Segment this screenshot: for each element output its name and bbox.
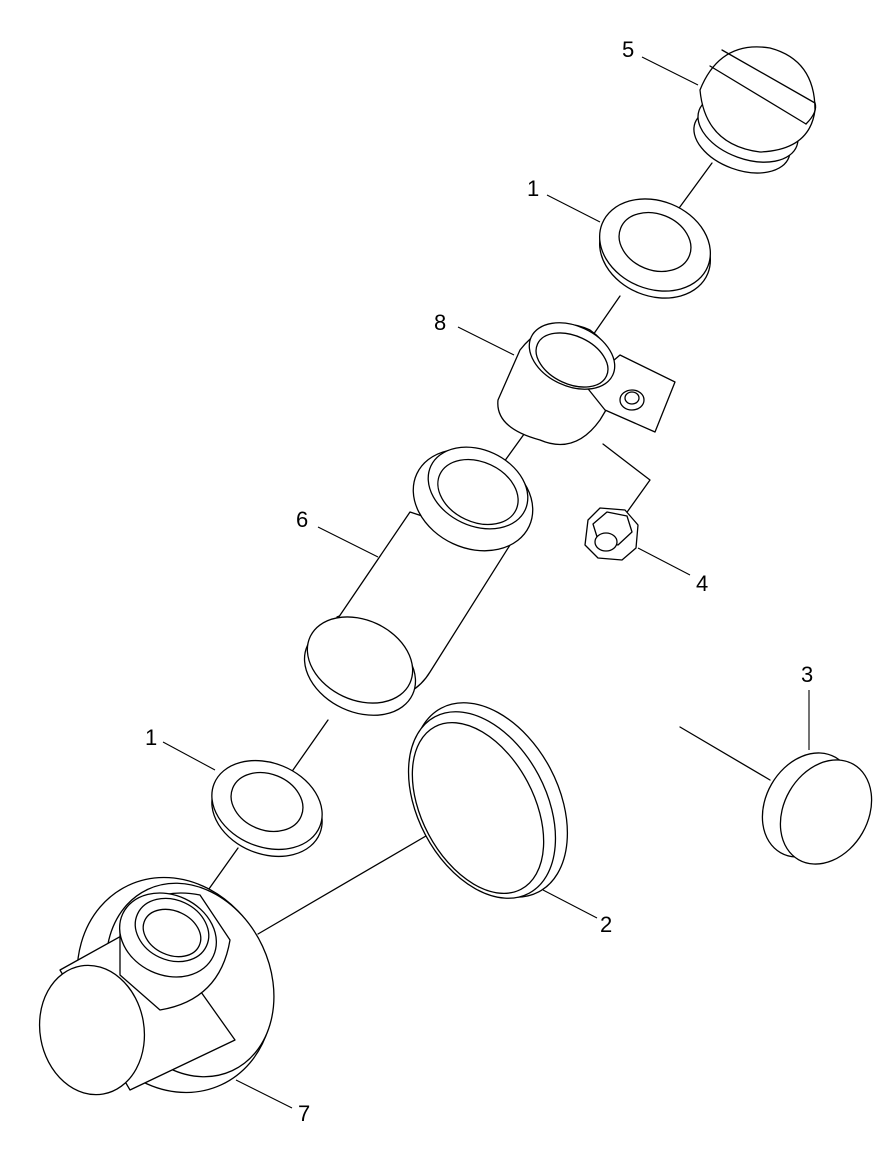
callout-part-5: 5 bbox=[622, 37, 634, 62]
callout-leaders bbox=[162, 56, 810, 1109]
callout-part-6: 6 bbox=[296, 507, 308, 532]
part-1-bottom-washer bbox=[211, 759, 323, 858]
part-3-plug bbox=[761, 752, 873, 865]
part-8-clamp bbox=[497, 322, 676, 446]
callout-labels: 5 1 8 6 4 3 1 2 7 bbox=[145, 37, 813, 1126]
callout-part-1-top: 1 bbox=[527, 176, 539, 201]
callout-part-2: 2 bbox=[600, 912, 612, 937]
part-4-hex-nut bbox=[584, 507, 639, 561]
callout-part-1-bottom: 1 bbox=[145, 725, 157, 750]
callout-part-8: 8 bbox=[434, 310, 446, 335]
part-1-top-washer bbox=[598, 198, 712, 299]
callout-part-7: 7 bbox=[298, 1101, 310, 1126]
part-5-slotted-cap bbox=[693, 46, 817, 174]
part-7-tee-body bbox=[38, 876, 275, 1096]
part-6-tube bbox=[303, 446, 534, 716]
part-2-ring bbox=[407, 702, 569, 899]
callout-part-3: 3 bbox=[801, 662, 813, 687]
callout-part-4: 4 bbox=[696, 571, 708, 596]
